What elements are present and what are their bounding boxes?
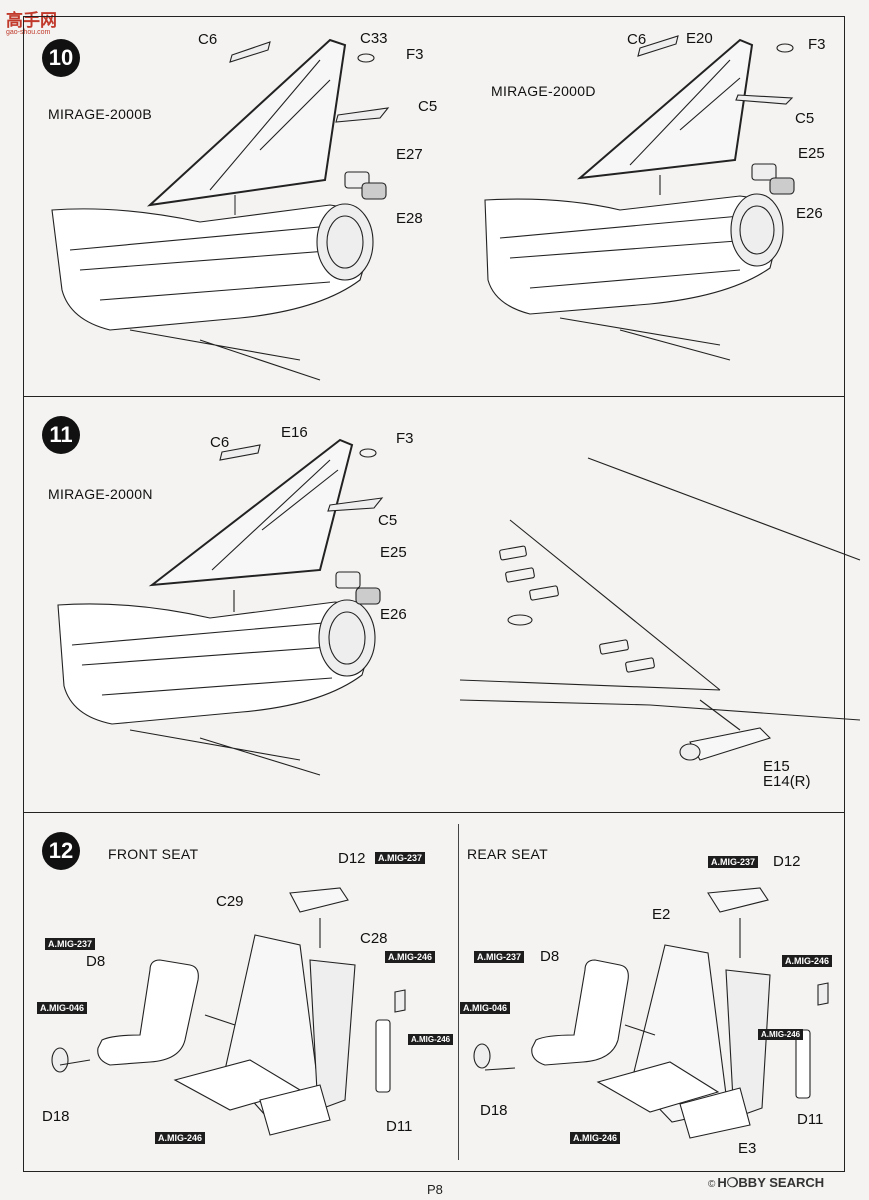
part-label-e3: E3	[738, 1140, 757, 1157]
logo-url: gao-shou.com	[6, 29, 51, 36]
step-number-12: 12	[42, 832, 80, 870]
section-divider-1	[23, 396, 845, 397]
part-label-d11: D11	[797, 1111, 824, 1128]
seat-divider	[458, 824, 459, 1160]
part-label-c28: C28	[360, 930, 388, 947]
paint-badge: A.MIG-237	[45, 938, 96, 950]
paint-badge: A.MIG-046	[37, 1002, 88, 1014]
part-label-d12: D12	[338, 850, 366, 867]
part-label-c5: C5	[418, 98, 438, 115]
step10-right-assembly	[484, 35, 795, 361]
paint-badge: A.MIG-246	[570, 1132, 621, 1144]
paint-badge: A.MIG-246	[782, 955, 833, 967]
part-label-c29: C29	[216, 893, 244, 910]
part-label-e20: E20	[686, 30, 713, 47]
paint-badge: A.MIG-246	[155, 1132, 206, 1144]
part-label-e2: E2	[652, 906, 671, 923]
paint-badge: A.MIG-237	[474, 951, 525, 963]
variant-label-2000n: MIRAGE-2000N	[48, 486, 153, 502]
paint-badge: A.MIG-246	[385, 951, 436, 963]
part-label-f3: F3	[396, 430, 414, 447]
paint-badge: A.MIG-246	[758, 1029, 804, 1040]
part-label-c33: C33	[360, 30, 388, 47]
watermark: ©H❍BBY SEARCH	[708, 1175, 824, 1191]
part-label-d18: D18	[42, 1108, 70, 1125]
page-number: P8	[427, 1182, 443, 1197]
paint-badge: A.MIG-046	[460, 1002, 511, 1014]
part-label-e25: E25	[798, 145, 825, 162]
part-label-f3: F3	[808, 36, 826, 53]
part-label-d12: D12	[773, 853, 801, 870]
part-label-e26: E26	[380, 606, 407, 623]
part-label-e15: E15	[763, 758, 790, 775]
variant-label-2000b: MIRAGE-2000B	[48, 106, 152, 122]
step-number-10: 10	[42, 39, 80, 77]
paint-badge: A.MIG-237	[708, 856, 759, 868]
part-label-c6: C6	[627, 31, 647, 48]
part-label-e16: E16	[281, 424, 308, 441]
part-label-e28: E28	[396, 210, 423, 227]
part-label-d18: D18	[480, 1102, 508, 1119]
instruction-frame	[23, 16, 845, 1172]
part-label-d11: D11	[386, 1118, 413, 1135]
step11-assembly	[57, 438, 384, 776]
part-label-e25: E25	[380, 544, 407, 561]
part-label-c5: C5	[378, 512, 398, 529]
rear-seat-assembly	[473, 887, 829, 1139]
part-label-f3: F3	[406, 46, 424, 63]
front-seat-title: FRONT SEAT	[108, 846, 199, 862]
step-number-11: 11	[42, 416, 80, 454]
step10-left-assembly	[51, 38, 390, 381]
front-seat-assembly	[51, 887, 406, 1136]
part-label-e27: E27	[396, 146, 423, 163]
watermark-symbol: ©	[708, 1179, 716, 1190]
rear-seat-title: REAR SEAT	[467, 846, 549, 862]
part-label-d8: D8	[540, 948, 560, 965]
wing-detail	[459, 457, 861, 761]
part-label-d8: D8	[86, 953, 106, 970]
part-label-c6: C6	[210, 434, 230, 451]
variant-label-2000d: MIRAGE-2000D	[491, 83, 596, 99]
paint-badge: A.MIG-237	[375, 852, 426, 864]
part-label-c5: C5	[795, 110, 815, 127]
part-label-e26: E26	[796, 205, 823, 222]
paint-badge: A.MIG-246	[408, 1034, 454, 1045]
part-label-e14r: E14(R)	[763, 773, 811, 790]
section-divider-2	[23, 812, 845, 813]
part-label-c6: C6	[198, 31, 218, 48]
watermark-text: H❍BBY SEARCH	[717, 1175, 825, 1190]
